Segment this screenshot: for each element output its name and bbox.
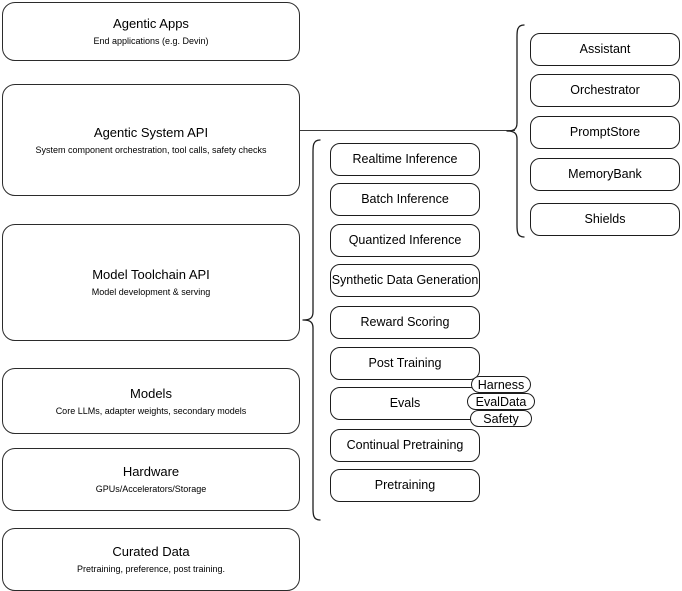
connector-system-api-to-components [300,130,515,132]
layer-box-curated-data[interactable]: Curated Data Pretraining, preference, po… [2,528,300,591]
brace-system-components [506,24,525,238]
evals-pill-evaldata[interactable]: EvalData [467,393,535,410]
layer-title: Hardware [122,464,180,479]
layer-title: Models [130,385,172,401]
system-component-box-assistant[interactable]: Assistant [530,33,680,66]
system-component-box-promptstore[interactable]: PromptStore [530,116,680,149]
capability-label: Realtime Inference [352,152,458,166]
layer-subtitle: Model development & serving [91,287,211,297]
capability-box-batch-inference[interactable]: Batch Inference [330,183,480,216]
layer-subtitle: Pretraining, preference, post training. [76,564,226,574]
capability-box-evals[interactable]: Evals [330,387,480,420]
layer-title: Agentic Apps [113,16,189,31]
evals-pill-harness[interactable]: Harness [471,376,531,393]
layer-box-hardware[interactable]: Hardware GPUs/Accelerators/Storage [2,448,300,511]
capability-box-quantized-inference[interactable]: Quantized Inference [330,224,480,257]
system-component-box-shields[interactable]: Shields [530,203,680,236]
system-component-label: Shields [584,212,626,226]
system-component-label: Assistant [579,42,631,56]
system-component-label: Orchestrator [570,83,640,97]
capability-label: Batch Inference [361,192,449,206]
layer-subtitle: End applications (e.g. Devin) [93,36,209,46]
capability-box-reward-scoring[interactable]: Reward Scoring [330,306,480,339]
layer-box-agentic-apps[interactable]: Agentic Apps End applications (e.g. Devi… [2,2,300,61]
system-component-label: MemoryBank [568,167,642,181]
capability-label: Continual Pretraining [346,438,464,452]
layer-box-model-toolchain-api[interactable]: Model Toolchain API Model development & … [2,224,300,341]
pill-label: Safety [483,411,519,426]
capability-label: Reward Scoring [360,315,450,329]
layer-subtitle: GPUs/Accelerators/Storage [95,484,207,494]
system-component-label: PromptStore [569,125,641,139]
system-component-box-orchestrator[interactable]: Orchestrator [530,74,680,107]
capability-label: Post Training [368,356,442,370]
capability-label: Synthetic Data Generation [331,273,479,287]
system-component-box-memorybank[interactable]: MemoryBank [530,158,680,191]
layer-subtitle: Core LLMs, adapter weights, secondary mo… [55,405,247,416]
pill-label: Harness [477,377,525,392]
evals-pill-safety[interactable]: Safety [470,410,532,427]
layer-title: Agentic System API [93,124,209,140]
layer-box-agentic-system-api[interactable]: Agentic System API System component orch… [2,84,300,196]
capability-box-synthetic-data-generation[interactable]: Synthetic Data Generation [330,264,480,297]
capability-box-realtime-inference[interactable]: Realtime Inference [330,143,480,176]
brace-toolchain [302,139,321,521]
layer-title: Model Toolchain API [92,267,210,282]
capability-label: Pretraining [374,478,436,492]
capability-label: Quantized Inference [348,233,462,247]
capability-box-continual-pretraining[interactable]: Continual Pretraining [330,429,480,462]
capability-label: Evals [389,396,421,410]
pill-label: EvalData [475,394,527,409]
capability-box-post-training[interactable]: Post Training [330,347,480,380]
layer-title: Curated Data [112,544,190,559]
capability-box-pretraining[interactable]: Pretraining [330,469,480,502]
layer-subtitle: System component orchestration, tool cal… [35,144,267,155]
layer-box-models[interactable]: Models Core LLMs, adapter weights, secon… [2,368,300,434]
